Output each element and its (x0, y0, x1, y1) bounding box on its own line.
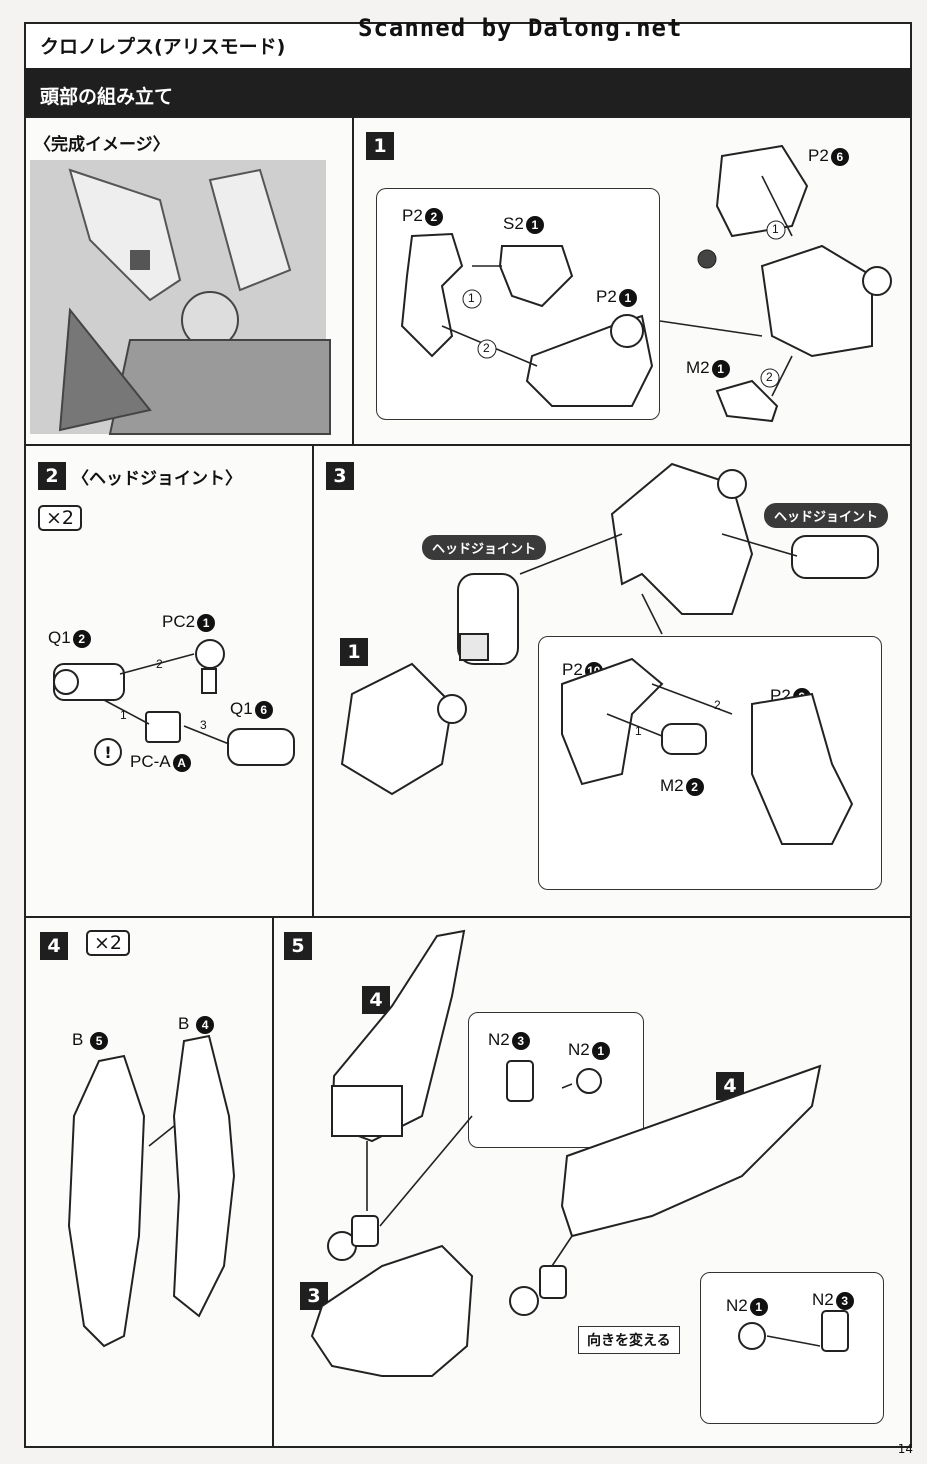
complete-image-label: 〈完成イメージ〉 (34, 135, 170, 154)
step1-diagram (400, 144, 892, 423)
step2-diagram (53, 639, 295, 766)
section-bar (24, 68, 912, 116)
step1-order-1: 1 (468, 291, 475, 305)
step5-note-change-direction: 向きを変える (578, 1326, 680, 1354)
watermark: Scanned by Dalong.net (358, 14, 683, 42)
step3-order-2: 2 (714, 698, 721, 712)
step2-number: 2 (38, 462, 66, 490)
section-title: 頭部の組み立て (40, 86, 174, 108)
step2-order-1: 1 (120, 708, 127, 722)
step4-diagram (67, 1034, 236, 1348)
step5-subassembly-top (468, 1012, 644, 1148)
step3-ref-1: 1 (340, 638, 368, 666)
step1-order-1b: 1 (772, 222, 779, 236)
step3-diagram (340, 462, 879, 845)
step5-number: 5 (284, 932, 312, 960)
step4-number: 4 (40, 932, 68, 960)
step2-title: 〈ヘッドジョイント〉 (72, 469, 242, 488)
page-title: クロノレプス(アリスモード) (40, 36, 286, 58)
step5-ref-4a: 4 (362, 986, 390, 1014)
step2-order-2: 2 (156, 657, 163, 671)
warning-icon: ! (94, 738, 122, 766)
page-number: 14 (897, 1442, 913, 1456)
step3-order-1: 1 (635, 724, 642, 738)
step3-number: 3 (326, 462, 354, 490)
step1-order-2b: 2 (766, 370, 773, 384)
step4-multiplier: ×2 (86, 930, 131, 956)
step5-ref-4b: 4 (716, 1072, 744, 1100)
complete-image-photo (30, 160, 331, 435)
title-box (24, 22, 912, 68)
step5-diagram (310, 929, 849, 1377)
step1-order-2: 2 (483, 341, 490, 355)
step1-number: 1 (366, 132, 394, 160)
step2-order-3: 3 (200, 718, 207, 732)
step4-part-b5: B 5 (72, 1030, 109, 1050)
step2-multiplier: ×2 (38, 505, 83, 531)
step4-part-b4: B 4 (178, 1014, 215, 1034)
step3-tag-head-joint-left: ヘッドジョイント (422, 535, 547, 560)
step3-tag-head-joint-right: ヘッドジョイント (764, 503, 889, 528)
